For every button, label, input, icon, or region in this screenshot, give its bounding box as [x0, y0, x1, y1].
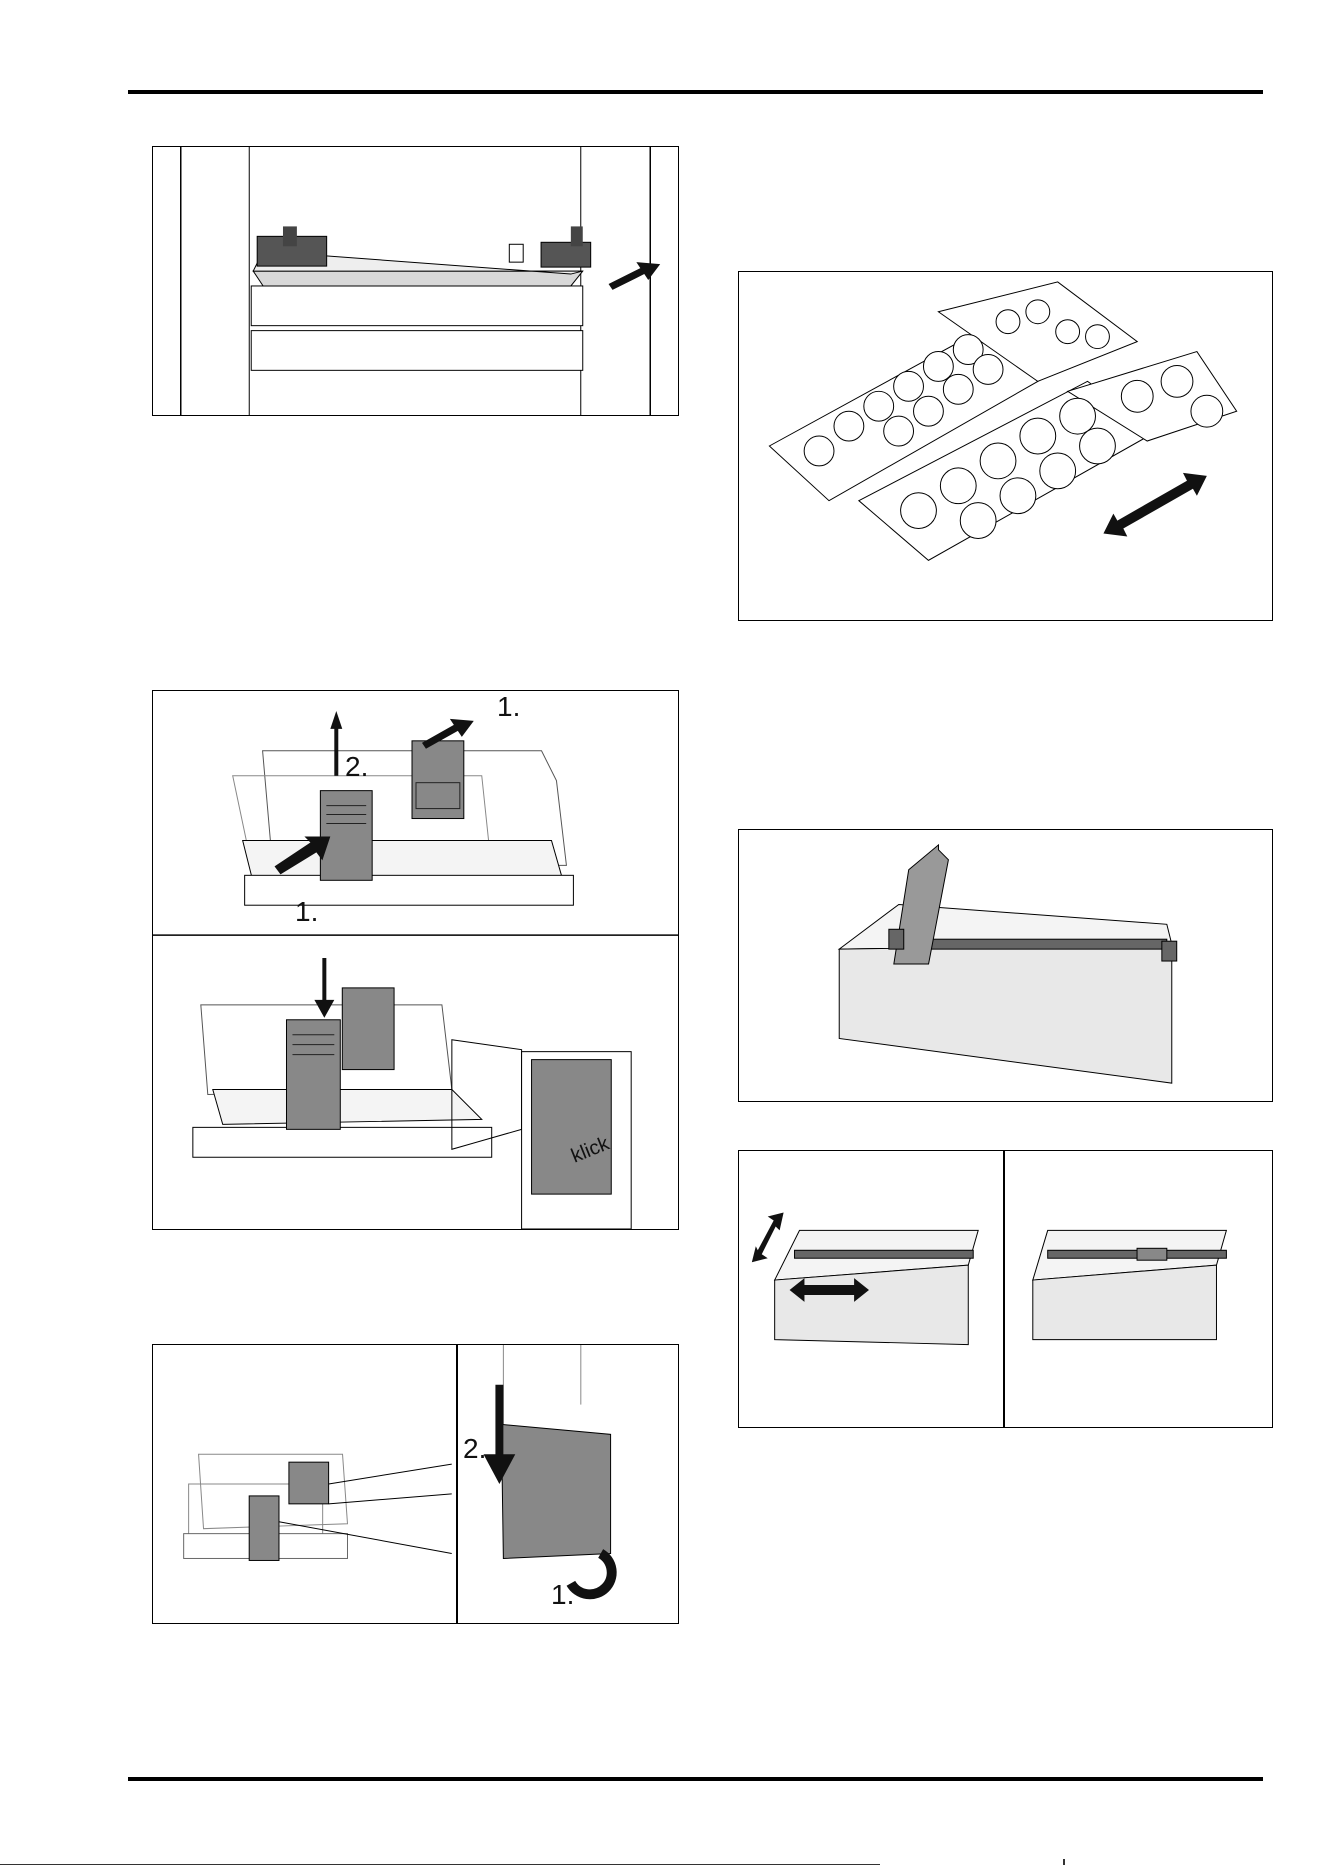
step-2-label: 2. [345, 751, 368, 783]
figure-bottle-drawer [738, 829, 1273, 1102]
shelf-rail-illustration [153, 147, 678, 415]
divider-remove-illustration [153, 1345, 678, 1623]
header-rule [128, 90, 1263, 94]
step-1-label: 1. [551, 1579, 574, 1611]
figure-divider-insert: 1. 2. 1. klick [152, 690, 679, 1230]
bottle-drawer-illustration [739, 830, 1272, 1101]
figure-shelf-rail [152, 146, 679, 416]
step-1-top-label: 1. [497, 691, 520, 723]
egg-trays-illustration [739, 272, 1272, 620]
step-1-bottom-label: 1. [295, 896, 318, 928]
step-2-label: 2. [463, 1433, 486, 1465]
figure-drawer-rail-adjust [738, 1150, 1273, 1428]
footer-tick [1063, 1859, 1065, 1865]
drawer-rail-adjust-illustration [739, 1151, 1272, 1427]
footer-rule [128, 1777, 1263, 1781]
figure-egg-trays [738, 271, 1273, 621]
figure-divider-remove: 2. 1. [152, 1344, 679, 1624]
footer-baseline [0, 1864, 880, 1865]
